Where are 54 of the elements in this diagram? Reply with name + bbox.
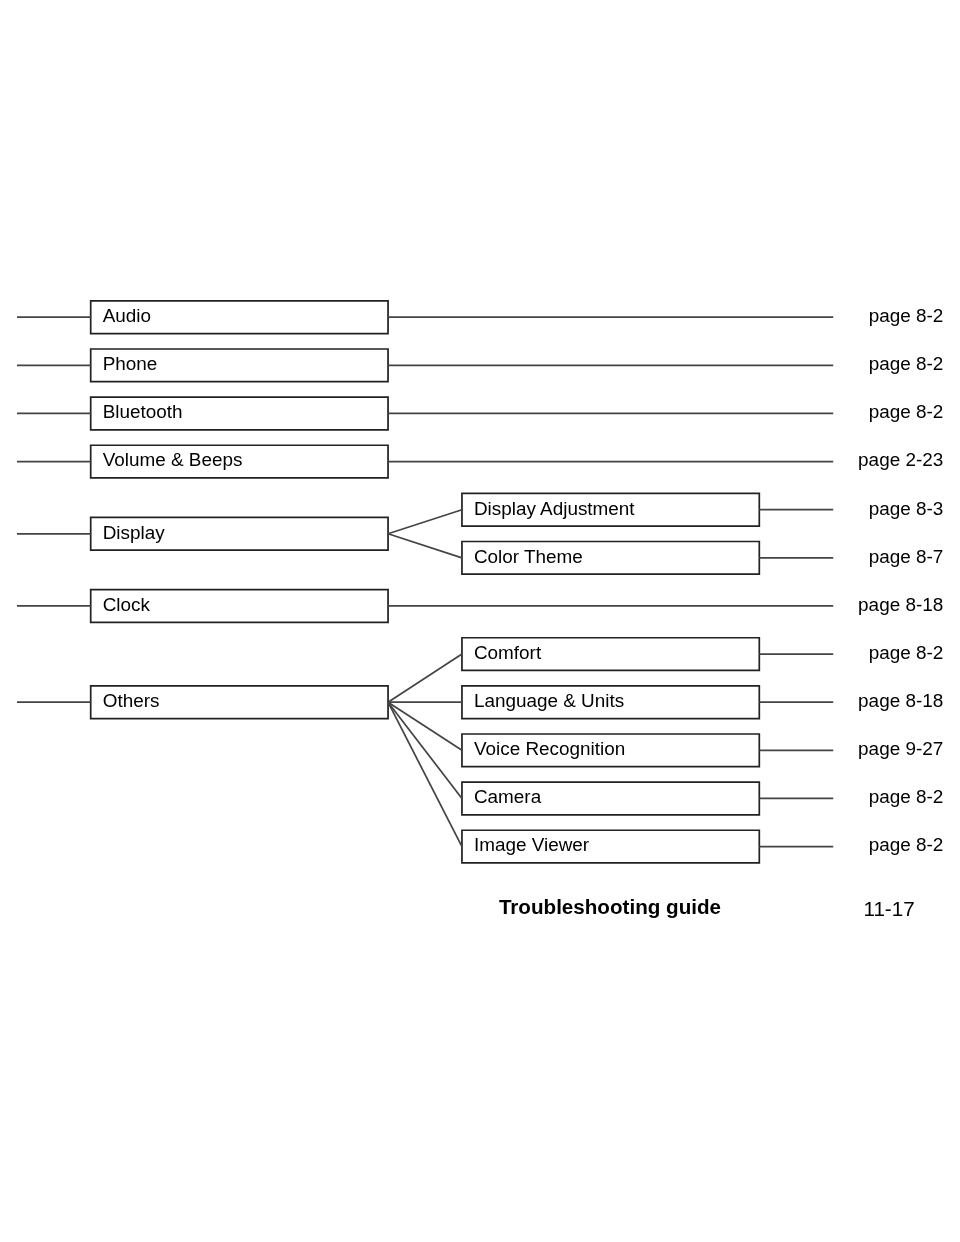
node-box: Volume & Beeps xyxy=(89,444,389,479)
connector xyxy=(387,701,463,848)
connector xyxy=(16,460,92,463)
node-text: page 8-2 xyxy=(868,353,944,375)
node-text: page 8-18 xyxy=(858,593,944,615)
connector xyxy=(758,701,835,704)
node-text: page 8-2 xyxy=(868,786,944,808)
node-box: Comfort xyxy=(461,636,761,672)
connector xyxy=(758,749,835,752)
connector xyxy=(758,845,835,848)
node-text: page 8-2 xyxy=(868,401,944,423)
connector xyxy=(387,605,835,607)
node-box: Display Adjustment xyxy=(461,492,761,527)
connector xyxy=(758,653,835,655)
node-text: page 8-2 xyxy=(868,305,944,327)
label: Troubleshooting guide xyxy=(498,894,722,918)
connector xyxy=(16,364,92,367)
connector xyxy=(16,605,92,607)
connector xyxy=(387,316,835,319)
node-text: page 2-23 xyxy=(858,449,944,471)
connector xyxy=(387,460,835,463)
node-box: Image Viewer xyxy=(461,829,761,864)
connector xyxy=(387,508,463,535)
node-box: Camera xyxy=(461,781,761,816)
node-text: page 8-7 xyxy=(868,545,944,567)
connector xyxy=(387,532,463,559)
node-text: page 8-2 xyxy=(868,834,944,856)
connector xyxy=(758,556,835,559)
node-text: page 8-3 xyxy=(868,497,944,519)
node-box: Others xyxy=(89,685,389,720)
node-box: Audio xyxy=(89,300,389,335)
connector xyxy=(758,797,835,800)
connector xyxy=(387,364,835,367)
node-text: page 9-27 xyxy=(858,738,944,760)
connector xyxy=(387,653,463,704)
connector xyxy=(387,701,463,800)
node-text: page 8-2 xyxy=(868,641,944,663)
node-box: Phone xyxy=(89,348,389,383)
connector xyxy=(758,508,835,511)
connector xyxy=(387,701,463,752)
node-box: Language & Units xyxy=(461,685,761,720)
node-box: Voice Recognition xyxy=(461,733,761,768)
connector xyxy=(387,412,835,415)
connector xyxy=(16,316,92,319)
node-box: Display xyxy=(89,516,389,551)
connector xyxy=(16,412,92,415)
label: 11-17 xyxy=(863,896,915,920)
connector xyxy=(16,701,92,704)
node-box: Color Theme xyxy=(461,540,761,575)
connector xyxy=(387,701,463,704)
node-box: Clock xyxy=(89,588,389,624)
connector xyxy=(16,532,92,535)
node-box: Bluetooth xyxy=(89,396,389,431)
node-text: page 8-18 xyxy=(858,690,944,712)
